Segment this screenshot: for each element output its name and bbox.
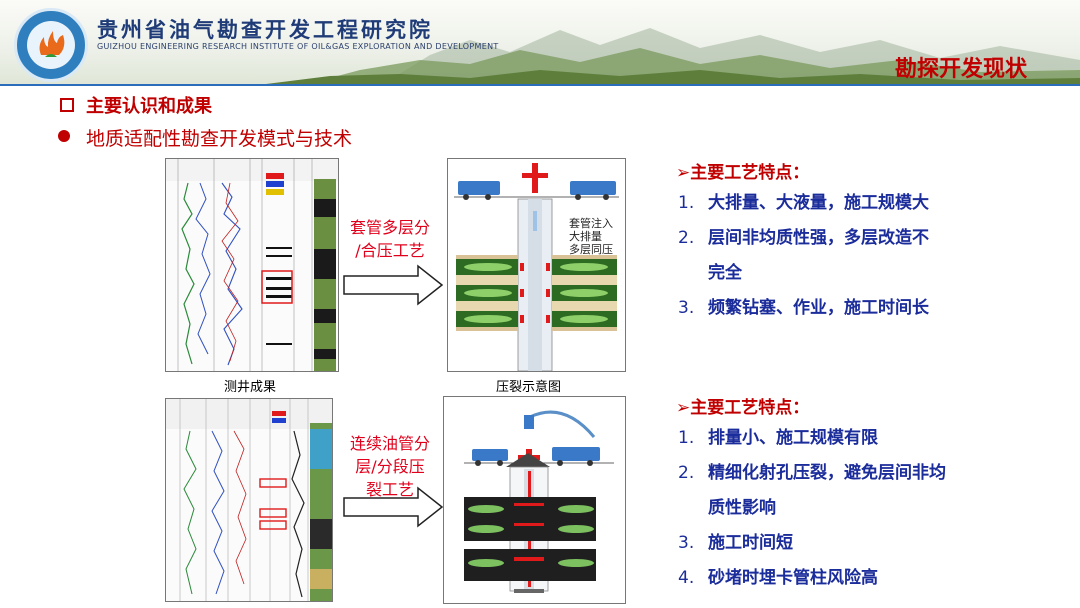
item-text: 排量小、施工规模有限 bbox=[708, 428, 878, 448]
item-number: 3. bbox=[678, 533, 695, 553]
institute-logo bbox=[14, 8, 88, 82]
frac-caption: 压裂示意图 bbox=[496, 380, 562, 395]
main-heading: 主要认识和成果 bbox=[86, 96, 212, 117]
log-caption: 测井成果 bbox=[224, 380, 277, 395]
feature-2-item-3: 3. 施工时间短 bbox=[678, 526, 1068, 561]
features-2-list: 1. 排量小、施工规模有限 2. 精细化射孔压裂，避免层间非均 质性影响 3. 施工时… bbox=[678, 421, 1068, 596]
well-log-figure-top bbox=[165, 158, 339, 372]
feature-1-item-3: 3. 频繁钻塞、作业，施工时间长 bbox=[678, 291, 1068, 326]
item-text: 频繁钻塞、作业，施工时间长 bbox=[708, 298, 929, 318]
mountain-banner-image bbox=[250, 28, 1080, 86]
dot-bullet-icon bbox=[58, 130, 70, 142]
features-2-title: ➢主要工艺特点： bbox=[676, 393, 809, 418]
arrow-bullet-icon: ➢ bbox=[676, 398, 691, 418]
method-2-line-3: 裂工艺 bbox=[365, 480, 414, 499]
sub-heading: 地质适配性勘查开发模式与技术 bbox=[86, 128, 353, 150]
method-2-label: 连续油管分 层/分段压 裂工艺 bbox=[338, 432, 442, 501]
item-number: 2. bbox=[678, 228, 695, 248]
item-number: 3. bbox=[678, 298, 695, 318]
feature-2-item-2: 2. 精细化射孔压裂，避免层间非均 bbox=[678, 456, 1068, 491]
item-text: 层间非均质性强，多层改造不 bbox=[708, 228, 929, 248]
features-1-list: 1. 大排量、大液量，施工规模大 2. 层间非均质性强，多层改造不 完全 3. 频繁钻… bbox=[678, 186, 1068, 326]
item-number: 1. bbox=[678, 428, 695, 448]
frac-diagram-top: 套管注入 大排量 多层同压 bbox=[447, 158, 626, 372]
item-number: 1. bbox=[678, 193, 695, 213]
method-2-line-2: 层/分段压 bbox=[355, 457, 425, 476]
arrow-bullet-icon: ➢ bbox=[676, 163, 691, 183]
inset-line-3: 多层同压 bbox=[569, 243, 613, 256]
feature-2-item-2-cont: 质性影响 bbox=[708, 498, 776, 518]
item-number: 4. bbox=[678, 568, 695, 588]
method-1-line-2: /合压工艺 bbox=[355, 241, 425, 260]
inset-line-2: 大排量 bbox=[569, 230, 602, 243]
features-1-title: ➢主要工艺特点： bbox=[676, 158, 809, 183]
header-divider bbox=[0, 84, 1080, 86]
features-1-title-text: 主要工艺特点： bbox=[690, 163, 810, 183]
right-arrow-icon bbox=[343, 264, 444, 306]
frac-diagram-bottom bbox=[443, 396, 626, 604]
feature-2-item-4: 4. 砂堵时埋卡管柱风险高 bbox=[678, 561, 1068, 596]
item-text: 砂堵时埋卡管柱风险高 bbox=[708, 568, 878, 588]
org-name-en: GUIZHOU ENGINEERING RESEARCH INSTITUTE O… bbox=[97, 42, 499, 51]
org-name-cn: 贵州省油气勘查开发工程研究院 bbox=[97, 17, 433, 42]
features-2-title-text: 主要工艺特点： bbox=[690, 398, 810, 418]
method-1-label: 套管多层分 /合压工艺 bbox=[340, 216, 440, 262]
feature-1-item-1: 1. 大排量、大液量，施工规模大 bbox=[678, 186, 1068, 221]
feature-2-item-1: 1. 排量小、施工规模有限 bbox=[678, 421, 1068, 456]
item-text: 施工时间短 bbox=[708, 533, 793, 553]
feature-1-item-2-cont: 完全 bbox=[708, 263, 742, 283]
item-text: 精细化射孔压裂，避免层间非均 bbox=[708, 463, 946, 483]
frac-inset-label: 套管注入 大排量 多层同压 bbox=[569, 217, 613, 256]
item-text: 大排量、大液量，施工规模大 bbox=[708, 193, 929, 213]
square-bullet-icon bbox=[60, 98, 74, 112]
item-number: 2. bbox=[678, 463, 695, 483]
section-title: 勘探开发现状 bbox=[895, 57, 1028, 82]
inset-line-1: 套管注入 bbox=[569, 217, 613, 230]
right-arrow-icon-2 bbox=[343, 486, 444, 528]
page-header: 贵州省油气勘查开发工程研究院 GUIZHOU ENGINEERING RESEA… bbox=[0, 0, 1080, 86]
well-log-figure-bottom bbox=[165, 398, 333, 602]
feature-1-item-2: 2. 层间非均质性强，多层改造不 bbox=[678, 221, 1068, 256]
method-1-line-1: 套管多层分 bbox=[349, 218, 430, 237]
method-2-line-1: 连续油管分 bbox=[349, 434, 430, 453]
